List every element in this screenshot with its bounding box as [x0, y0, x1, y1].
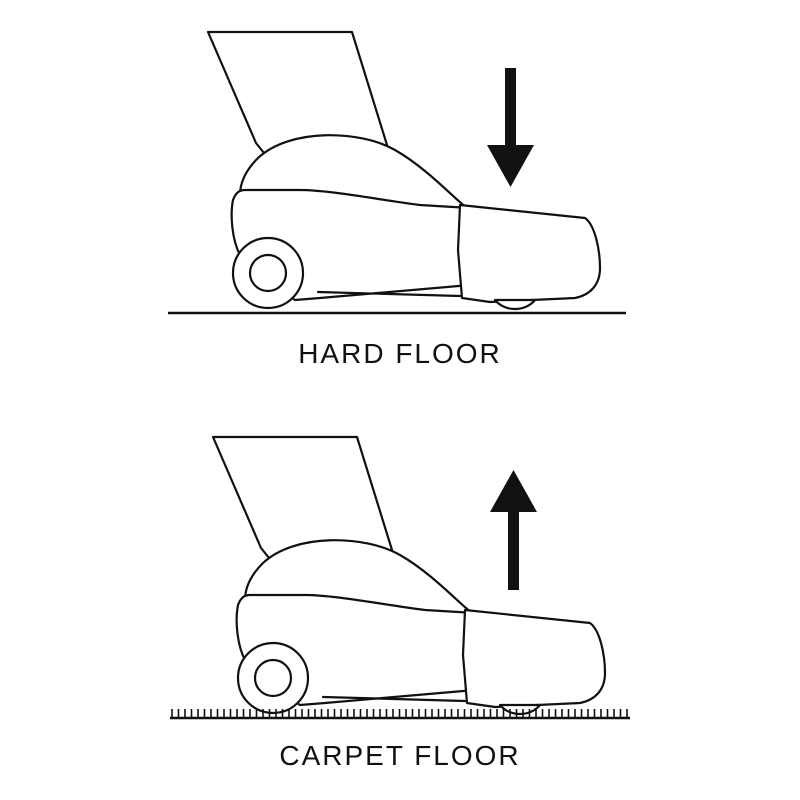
carpet-texture [171, 709, 628, 718]
arrow-down-icon [487, 68, 534, 187]
hard-floor-panel [168, 30, 626, 315]
arrow-up-icon [490, 470, 537, 590]
vacuum-cleaner-hard [206, 30, 602, 311]
vacuum-cleaner-carpet [211, 435, 607, 716]
carpet-floor-panel [170, 435, 630, 720]
hard-floor-caption: HARD FLOOR [298, 338, 502, 369]
carpet-floor-caption: CARPET FLOOR [279, 740, 521, 771]
